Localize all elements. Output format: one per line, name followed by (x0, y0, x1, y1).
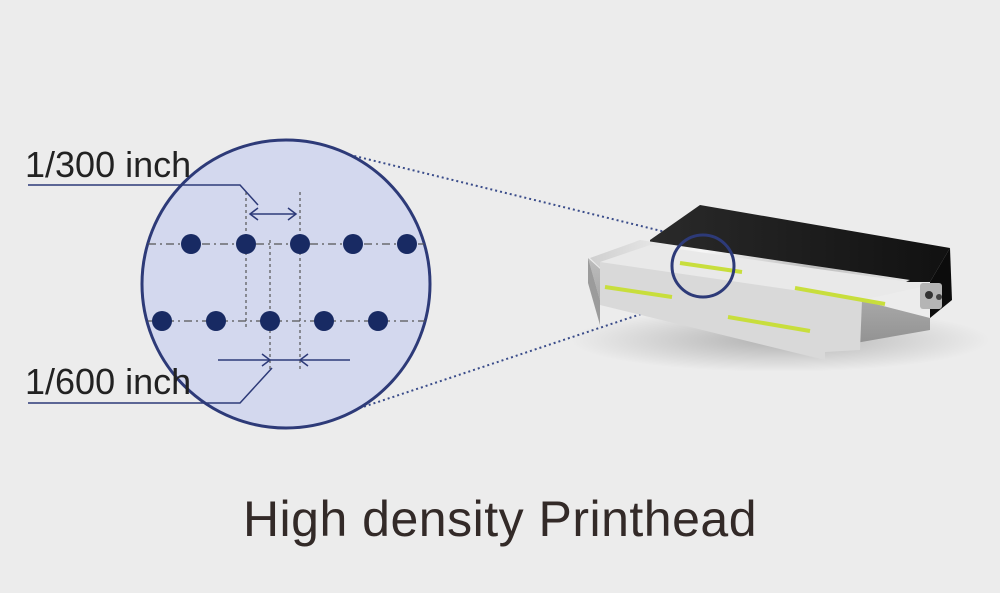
nozzle-dot (206, 311, 226, 331)
zoom-line-top (329, 149, 691, 239)
nozzle-dot (152, 311, 172, 331)
nozzle-dot (260, 311, 280, 331)
nozzle-dot (368, 311, 388, 331)
diagram-caption: High density Printhead (242, 491, 758, 547)
leader-line-300 (28, 184, 259, 206)
nozzle-dot (290, 234, 310, 254)
nozzle-dot (314, 311, 334, 331)
printhead-image (570, 205, 990, 372)
nozzle-dot (236, 234, 256, 254)
pitch-label-600: 1/600 inch (25, 361, 192, 402)
magnified-circle (140, 138, 432, 430)
nozzle-dot (343, 234, 363, 254)
zoom-target-circle (670, 233, 736, 299)
pitch-label-300: 1/300 inch (25, 144, 192, 185)
nozzle-dot (397, 234, 417, 254)
magnified-view (140, 138, 432, 430)
zoom-line-bottom (344, 294, 699, 414)
nozzle-dot (181, 234, 201, 254)
leader-line-600 (28, 367, 273, 404)
